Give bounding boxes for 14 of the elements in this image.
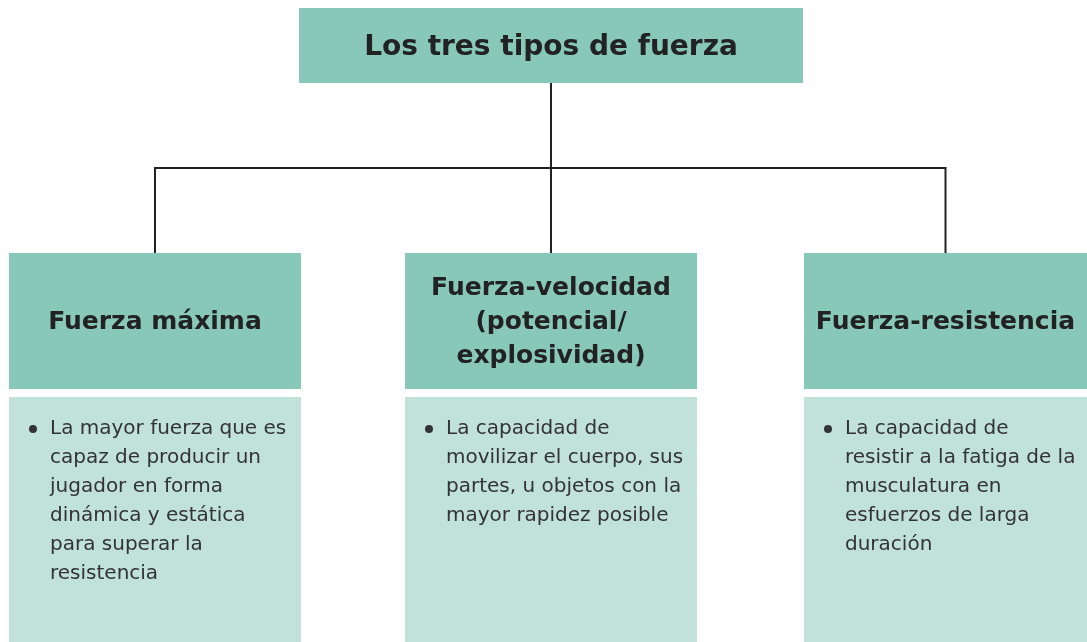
description-box [804,397,1087,642]
description-text: La mayor fuerza que es capaz de producir un jugador en forma dinámica y estática para superar la resistencia [50,414,288,586]
description-box [9,397,301,642]
category-label: Fuerza-velocidad (potencial/ explosividad) [430,271,672,371]
description-box [405,397,697,642]
category-label: Fuerza máxima [48,305,262,338]
root-label: Los tres tipos de fuerza [364,27,738,64]
category-box [804,253,1087,389]
title-box [299,8,803,83]
description-text: La capacidad de resistir a la fatiga de la musculatura en esfuerzos de larga duración [845,414,1077,557]
description-text: La capacidad de movilizar el cuerpo, sus partes, u objetos con la mayor rapidez posible [446,414,685,528]
category-box [9,253,301,389]
category-label: Fuerza-resistencia [815,305,1076,338]
category-box [405,253,697,389]
